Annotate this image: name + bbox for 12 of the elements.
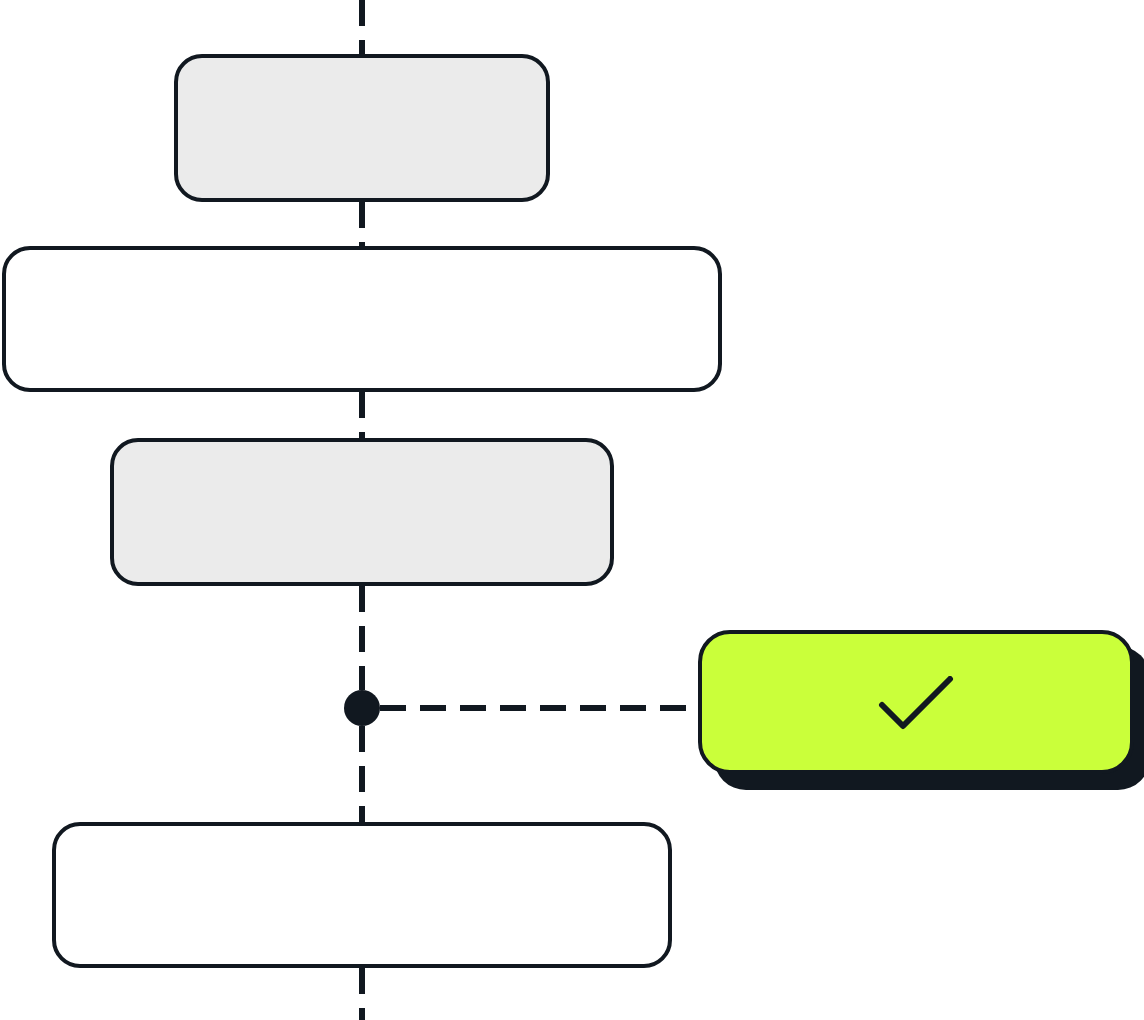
connector-line [359,586,365,690]
process-box [2,246,722,392]
process-box [174,54,550,202]
junction-dot [344,690,380,726]
process-box [110,438,614,586]
approval-box [698,630,1144,790]
connector-line [359,392,365,438]
connector-line [359,0,365,54]
connector-line [359,202,365,246]
connector-line [359,968,365,1020]
connector-line [359,726,365,822]
process-box [52,822,672,968]
